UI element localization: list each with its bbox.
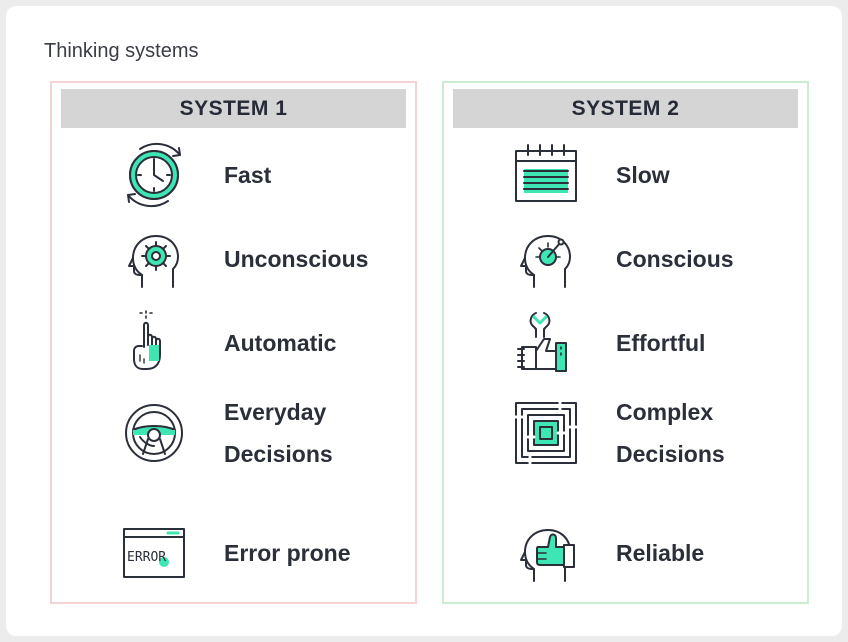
icon-text: ERROR bbox=[127, 550, 166, 565]
head-gear-icon bbox=[118, 223, 190, 295]
system-2-header: SYSTEM 2 bbox=[453, 89, 798, 128]
label-automatic: Automatic bbox=[224, 330, 337, 356]
system-1-panel: SYSTEM 1 Fast bbox=[50, 81, 417, 604]
page-title: Thinking systems bbox=[44, 40, 199, 62]
list-item: Slow bbox=[444, 135, 807, 215]
label-line: Decisions bbox=[616, 441, 725, 467]
clock-icon bbox=[118, 139, 190, 211]
list-item: Everyday Decisions bbox=[52, 387, 415, 479]
calendar-icon bbox=[510, 139, 582, 211]
list-item: Effortful bbox=[444, 303, 807, 383]
label-effortful: Effortful bbox=[616, 330, 706, 356]
list-item: Conscious bbox=[444, 219, 807, 299]
label-error-prone: Error prone bbox=[224, 540, 351, 566]
system-1-header: SYSTEM 1 bbox=[61, 89, 406, 128]
tapping-hand-icon bbox=[118, 307, 190, 379]
list-item: Automatic bbox=[52, 303, 415, 383]
maze-icon bbox=[510, 397, 582, 469]
head-thumbs-up-icon bbox=[510, 517, 582, 589]
label-conscious: Conscious bbox=[616, 246, 734, 272]
label-fast: Fast bbox=[224, 162, 272, 188]
head-gauge-icon bbox=[510, 223, 582, 295]
list-item: Fast bbox=[52, 135, 415, 215]
label-unconscious: Unconscious bbox=[224, 246, 369, 272]
label-reliable: Reliable bbox=[616, 540, 705, 566]
system-2-panel: SYSTEM 2 Slow bbox=[442, 81, 809, 604]
label-complex-decisions: Complex Decisions bbox=[616, 391, 725, 475]
list-item: ERROR Error prone bbox=[52, 513, 415, 593]
label-line: Everyday bbox=[224, 399, 327, 425]
hand-wrench-icon bbox=[510, 307, 582, 379]
label-line: Complex bbox=[616, 399, 714, 425]
steering-wheel-icon bbox=[118, 397, 190, 469]
list-item: Unconscious bbox=[52, 219, 415, 299]
label-line: Decisions bbox=[224, 441, 333, 467]
diagram-card: Thinking systems SYSTEM 1 Fast bbox=[6, 6, 842, 636]
label-everyday-decisions: Everyday Decisions bbox=[224, 391, 333, 475]
list-item: Complex Decisions bbox=[444, 387, 807, 479]
list-item: Reliable bbox=[444, 513, 807, 593]
error-window-icon: ERROR bbox=[118, 517, 190, 589]
label-slow: Slow bbox=[616, 162, 670, 188]
